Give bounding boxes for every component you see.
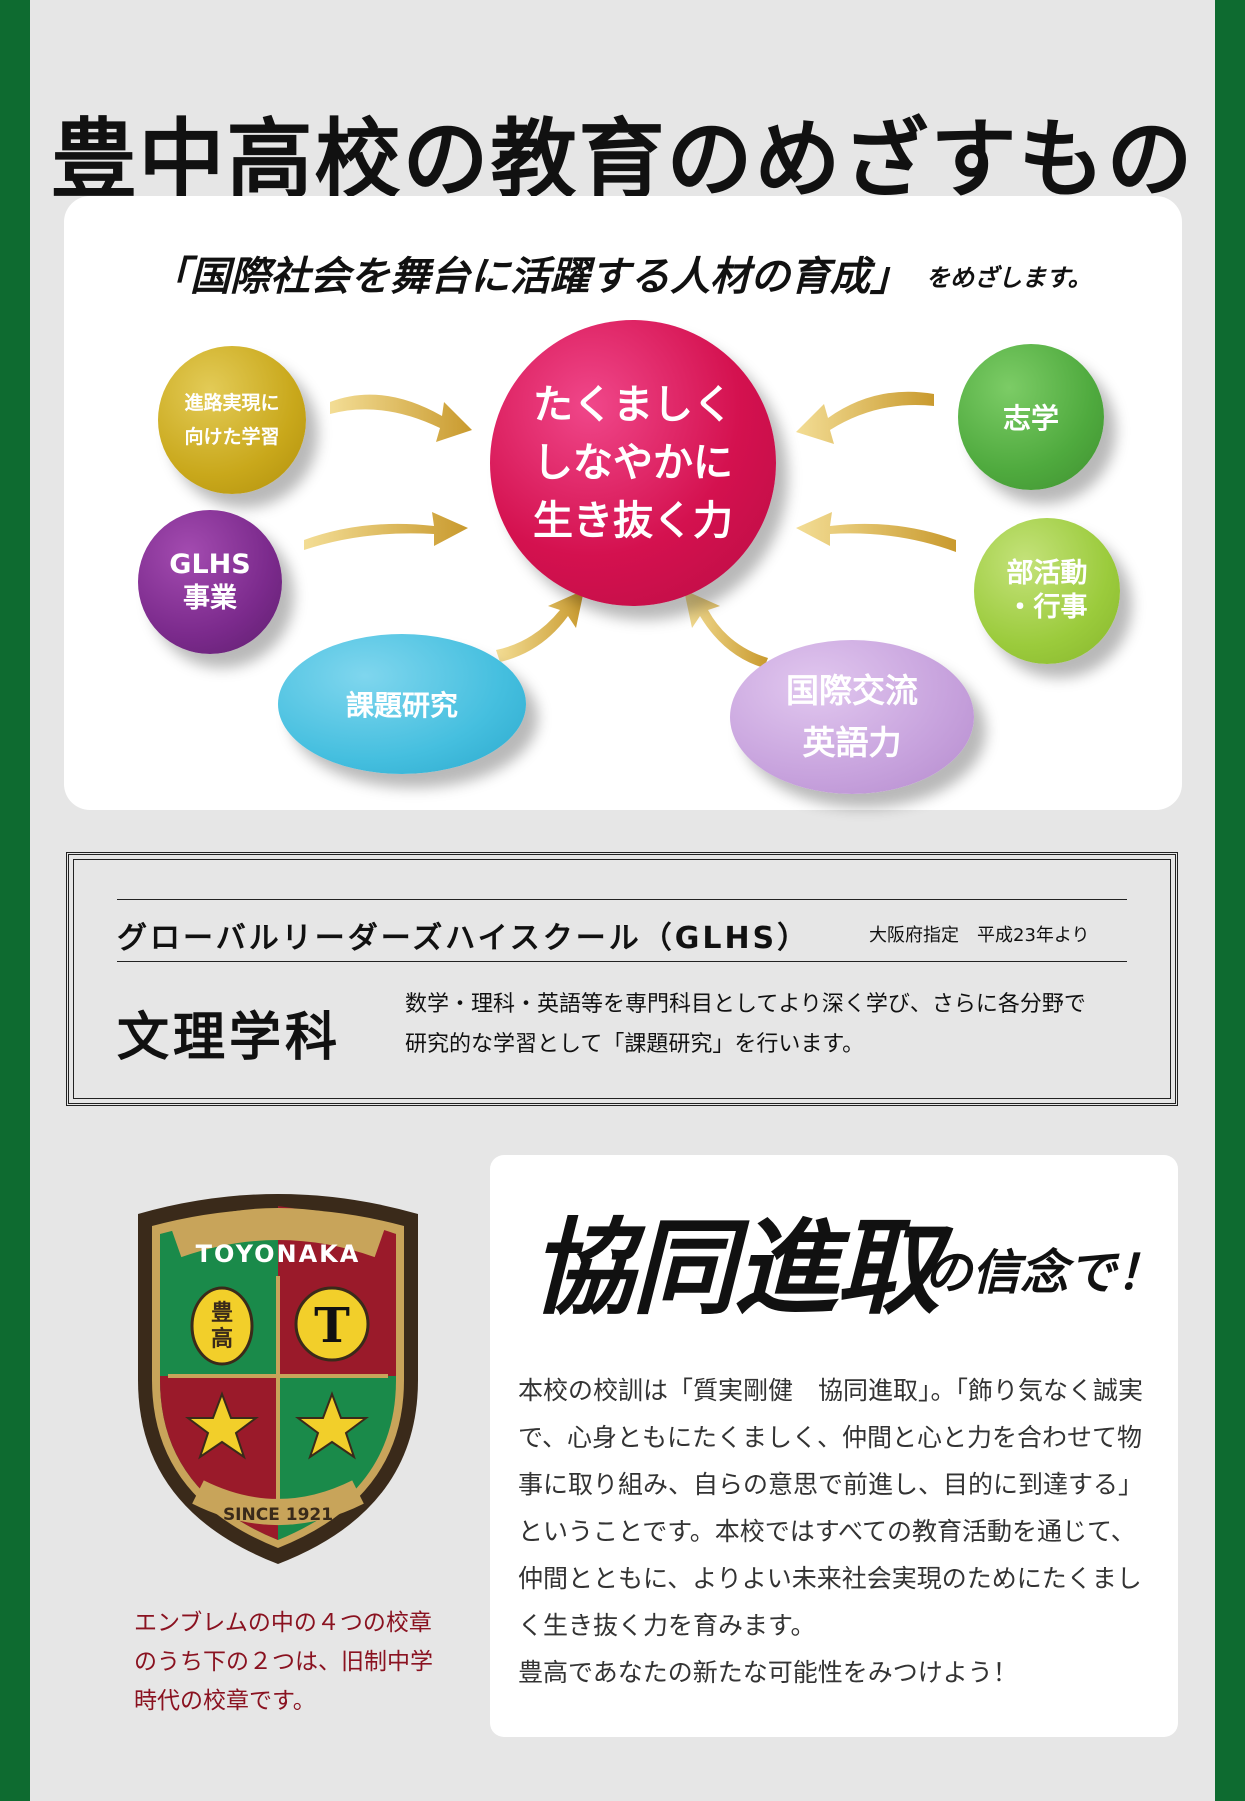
school-motto-panel: 協同進取 の信念で！ 本校の校訓は「質実剛健 協同進取」。「飾り気なく誠実で、心…: [490, 1155, 1178, 1737]
school-emblem: TOYONAKA 豊 高 T SINCE 1921: [138, 1194, 418, 1564]
left-green-border: [0, 0, 30, 1801]
arrow-shinro: [330, 394, 472, 442]
glhs-designation-note: 大阪府指定 平成23年より: [869, 925, 1090, 946]
arrow-shigaku: [796, 391, 934, 444]
page-title: 豊中高校の教育のめざすもの: [50, 109, 1195, 210]
international-english-circle: 国際交流英語力: [730, 640, 974, 794]
arrow-bukatsu: [796, 512, 956, 552]
department-description: 数学・理科・英語等を専門科目としてより深く学び、さらに各分野で 研究的な学習とし…: [405, 992, 1086, 1057]
emblem-caption: エンブレムの中の４つの校章のうち下の２つは、旧制中学時代の校章です。: [134, 1610, 433, 1714]
career-learning-circle: 進路実現に向けた学習: [158, 346, 306, 494]
mission-statement-tail: をめざします。: [926, 264, 1092, 292]
department-name: 文理学科: [117, 1008, 342, 1068]
shigaku-circle: 志学: [958, 344, 1104, 490]
education-goals-panel: 「国際社会を舞台に活躍する人材の育成」 をめざします。 たくましく しなやかに …: [64, 196, 1182, 810]
arrow-glhs: [304, 512, 468, 550]
motto-heading: 協同進取: [530, 1207, 940, 1329]
divider-top: [117, 899, 1127, 900]
right-green-border: [1215, 0, 1245, 1801]
emblem-since-text: SINCE 1921: [223, 1505, 333, 1525]
arrow-kadai: [496, 590, 584, 662]
motto-description: 本校の校訓は「質実剛健 協同進取」。「飾り気なく誠実で、心身ともにたくましく、仲…: [518, 1376, 1144, 1687]
arrow-kokusai: [684, 590, 768, 668]
glhs-info-box: グローバルリーダーズハイスクール（GLHS） 大阪府指定 平成23年より 文理学…: [66, 852, 1178, 1106]
motto-heading-tail: の信念で！: [924, 1245, 1165, 1301]
mission-statement: 「国際社会を舞台に活躍する人材の育成」: [150, 254, 910, 300]
divider-bottom: [117, 961, 1127, 962]
diagram-arrows: [304, 391, 956, 668]
svg-text:高: 高: [211, 1326, 233, 1352]
research-project-circle: 課題研究: [278, 634, 526, 774]
svg-text:T: T: [314, 1298, 350, 1354]
club-events-circle: 部活動・行事: [974, 518, 1120, 664]
glhs-program-name: グローバルリーダーズハイスクール（GLHS）: [117, 921, 811, 956]
svg-text:豊: 豊: [211, 1300, 233, 1326]
emblem-name-text: TOYONAKA: [196, 1240, 361, 1268]
core-ability-circle: たくましく しなやかに 生き抜く力: [490, 320, 776, 606]
